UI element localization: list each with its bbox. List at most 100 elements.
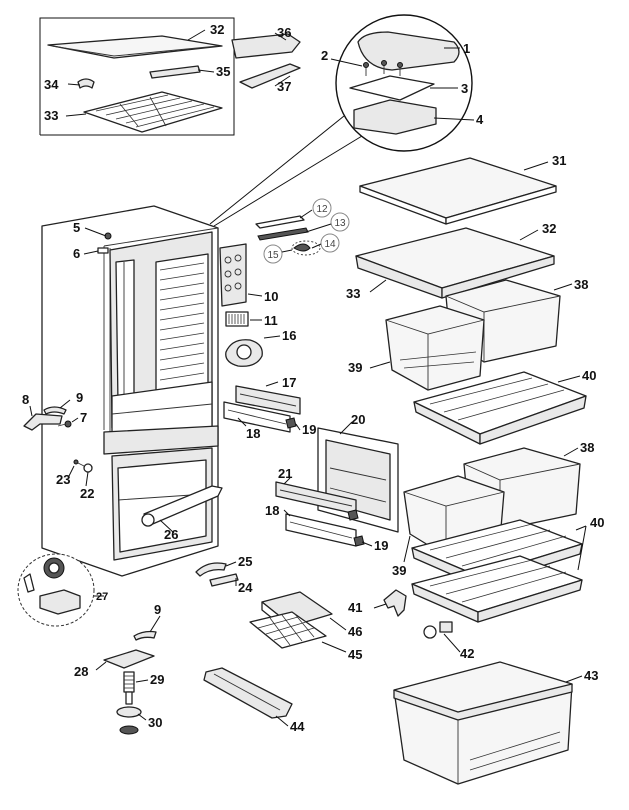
hinge-and-caps-right: 41 42: [348, 589, 474, 661]
part-10-control-panel: 10: [219, 243, 278, 307]
label-18b: 18: [265, 503, 279, 518]
label-7: 7: [80, 410, 87, 425]
part-32-glass-shelf: [47, 35, 223, 59]
part-3-lamp-bracket: [349, 75, 435, 101]
refrigerator-cabinet: 5 6 26: [41, 205, 223, 577]
part-34-clip: [77, 78, 95, 89]
label-11: 11: [264, 313, 278, 328]
part-9-shim: [43, 406, 67, 415]
part-8-hinge: [23, 413, 63, 431]
label-22: 22: [80, 486, 94, 501]
part-30-foot: [116, 691, 142, 735]
part-25-trim: [195, 562, 227, 577]
upper-crisper-bins: 38 39: [348, 277, 588, 391]
label-34: 34: [44, 77, 59, 92]
label-25: 25: [238, 554, 252, 569]
drawer-rails-upper: 17 18 19: [223, 375, 316, 441]
control-small-parts: 12 13 14 15: [255, 198, 350, 264]
label-17: 17: [282, 375, 296, 390]
label-32b: 32: [542, 221, 556, 236]
part-24-trim: [209, 573, 239, 587]
label-5: 5: [73, 220, 80, 235]
label-28: 28: [74, 664, 88, 679]
label-35: 35: [216, 64, 230, 79]
label-19: 19: [302, 422, 316, 437]
part-28-bracket: [103, 649, 155, 669]
door-hinge-parts-left: 8 9 7 23 22: [22, 390, 94, 501]
label-32: 32: [210, 22, 224, 37]
part-40b-drawer-trays: 40: [411, 515, 604, 623]
label-16: 16: [282, 328, 296, 343]
part-20-freezer-door-panel: 20: [317, 412, 399, 533]
label-24: 24: [238, 580, 253, 595]
part-9b-shim: [133, 630, 157, 641]
part-43-freezer-basket: 43: [393, 661, 598, 785]
part-29-leveling-screw: [123, 671, 135, 693]
part-22-cap: [83, 463, 93, 473]
label-9: 9: [76, 390, 83, 405]
label-9b: 9: [154, 602, 161, 617]
part-45-ice-tray: [249, 611, 327, 649]
label-33b: 33: [346, 286, 360, 301]
part-4-lamp-housing: [353, 99, 437, 135]
label-21: 21: [278, 466, 292, 481]
part-16-fan-motor: 16: [225, 328, 296, 367]
label-40b: 40: [590, 515, 604, 530]
part-14-harness: [293, 243, 311, 252]
label-26: 26: [164, 527, 178, 542]
label-38b: 38: [580, 440, 594, 455]
label-42: 42: [460, 646, 474, 661]
label-31: 31: [552, 153, 566, 168]
label-46: 46: [348, 624, 362, 639]
part-35-trim-strip: [149, 65, 201, 79]
label-2: 2: [321, 48, 328, 63]
label-15: 15: [267, 250, 279, 261]
label-36: 36: [277, 25, 291, 40]
label-3: 3: [461, 81, 468, 96]
label-12: 12: [316, 204, 328, 215]
part-42-cap: [423, 625, 437, 639]
part-44-drip-tray: 44: [203, 667, 305, 734]
label-8: 8: [22, 392, 29, 407]
part-23-screw: [73, 459, 79, 465]
part-11-connector: 11: [225, 311, 278, 328]
small-trim-parts: 25 24: [195, 554, 253, 595]
label-43: 43: [584, 668, 598, 683]
label-4: 4: [476, 112, 484, 127]
part-41-hinge-bracket: [383, 589, 407, 617]
part-13-gasket: [257, 227, 309, 241]
label-33: 33: [44, 108, 58, 123]
label-30: 30: [148, 715, 162, 730]
label-23: 23: [56, 472, 70, 487]
label-27: 27: [96, 591, 108, 603]
drawer-rails-lower: 21 18 19: [265, 466, 388, 553]
label-44: 44: [290, 719, 305, 734]
lower-crisper-bins: 38 39: [392, 440, 594, 578]
part-32-glass-shelf-framed: 32 33: [346, 221, 556, 301]
label-1: 1: [463, 41, 470, 56]
label-19b: 19: [374, 538, 388, 553]
rear-air-duct-panel: [155, 253, 209, 395]
label-13: 13: [334, 218, 346, 229]
label-39b: 39: [392, 563, 406, 578]
part-19-rail-clip: [285, 417, 297, 429]
label-38: 38: [574, 277, 588, 292]
part-6-hinge-cover: [97, 247, 109, 254]
label-41: 41: [348, 600, 362, 615]
part-27-ice-maker-assembly: 27: [17, 553, 108, 627]
label-10: 10: [264, 289, 278, 304]
part-31-glass-shelf: 31: [359, 153, 566, 225]
label-6: 6: [73, 246, 80, 261]
part-33-wire-shelf: [83, 91, 223, 133]
inset-shelf-assembly: 32 35 34 33 36 37: [39, 17, 301, 136]
part-2-screws: [363, 60, 403, 76]
label-37: 37: [277, 79, 291, 94]
label-45: 45: [348, 647, 362, 662]
label-39: 39: [348, 360, 362, 375]
ice-tray-parts: 46 45: [249, 591, 362, 662]
label-40: 40: [582, 368, 596, 383]
label-29: 29: [150, 672, 164, 687]
part-40-drawer-tray: 40: [413, 368, 596, 445]
part-37-shelf-rail: [239, 63, 301, 89]
zoom-circle-light-cover: 1 2 3 4: [209, 14, 484, 227]
